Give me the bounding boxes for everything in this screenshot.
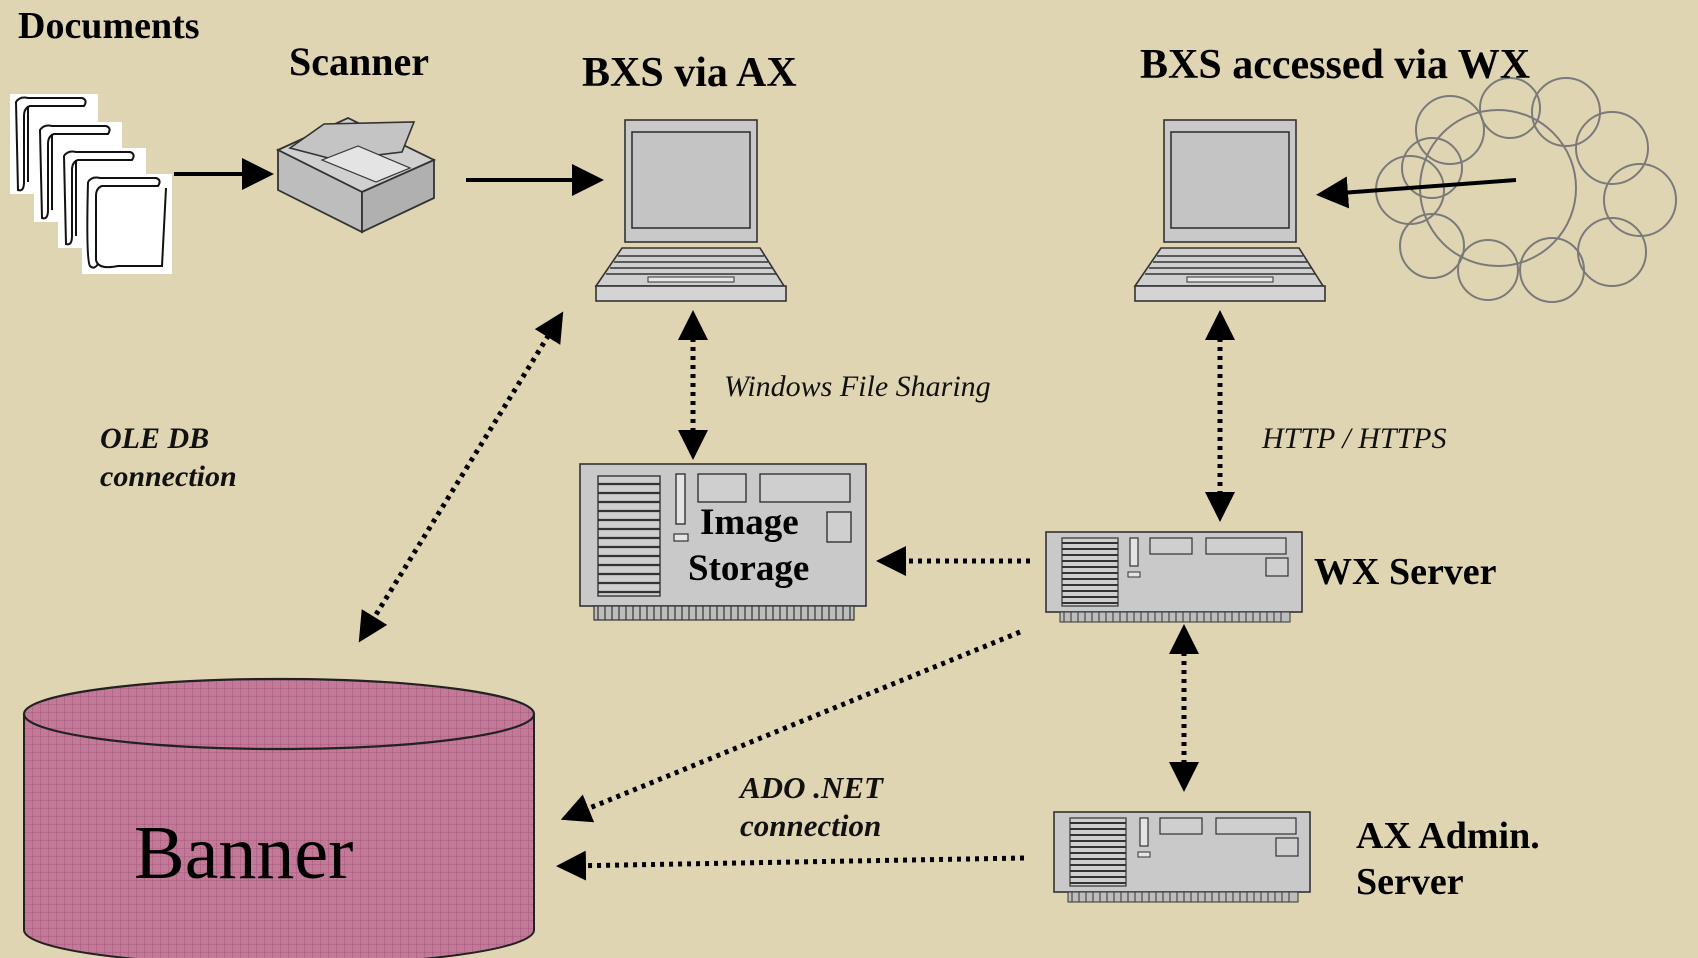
label-image: Image: [700, 502, 799, 543]
label-ado-net: ADO .NET: [738, 770, 884, 805]
label-ax-admin: AX Admin.: [1356, 815, 1540, 857]
ole-db-connector: [358, 311, 564, 643]
banner-database-icon: [22, 677, 536, 958]
laptop-wx-icon: [1133, 119, 1326, 302]
label-wx-server: WX Server: [1314, 551, 1497, 593]
laptop-ax-icon: [594, 119, 787, 302]
label-ole-db-connection: connection: [100, 460, 237, 493]
connectors: [174, 158, 1517, 881]
image-storage-server-icon: [579, 463, 867, 621]
cloud-to-laptop-arrow: [1316, 176, 1517, 209]
label-storage: Storage: [688, 548, 809, 589]
scanner-icon: [275, 117, 437, 234]
label-ole-db: OLE DB: [100, 422, 209, 455]
label-ado-connection: connection: [740, 808, 881, 843]
label-bxs-via-wx: BXS accessed via WX: [1140, 42, 1530, 88]
wx-server-icon: [1045, 531, 1303, 623]
ax-admin-server-icon: [1053, 811, 1311, 903]
label-banner: Banner: [134, 811, 353, 895]
label-scanner: Scanner: [289, 39, 429, 84]
label-windows-file-sharing: Windows File Sharing: [724, 370, 991, 403]
documents-icon: [10, 94, 172, 274]
internet-cloud-icon: [1375, 77, 1677, 303]
wx-to-banner-connector: [560, 629, 1021, 823]
label-http: HTTP / HTTPS: [1261, 422, 1447, 455]
label-documents: Documents: [18, 5, 200, 47]
label-bxs-via-ax: BXS via AX: [582, 50, 797, 96]
ax-admin-to-banner-connector: [556, 850, 1025, 881]
label-ax-admin-server: Server: [1356, 861, 1464, 903]
